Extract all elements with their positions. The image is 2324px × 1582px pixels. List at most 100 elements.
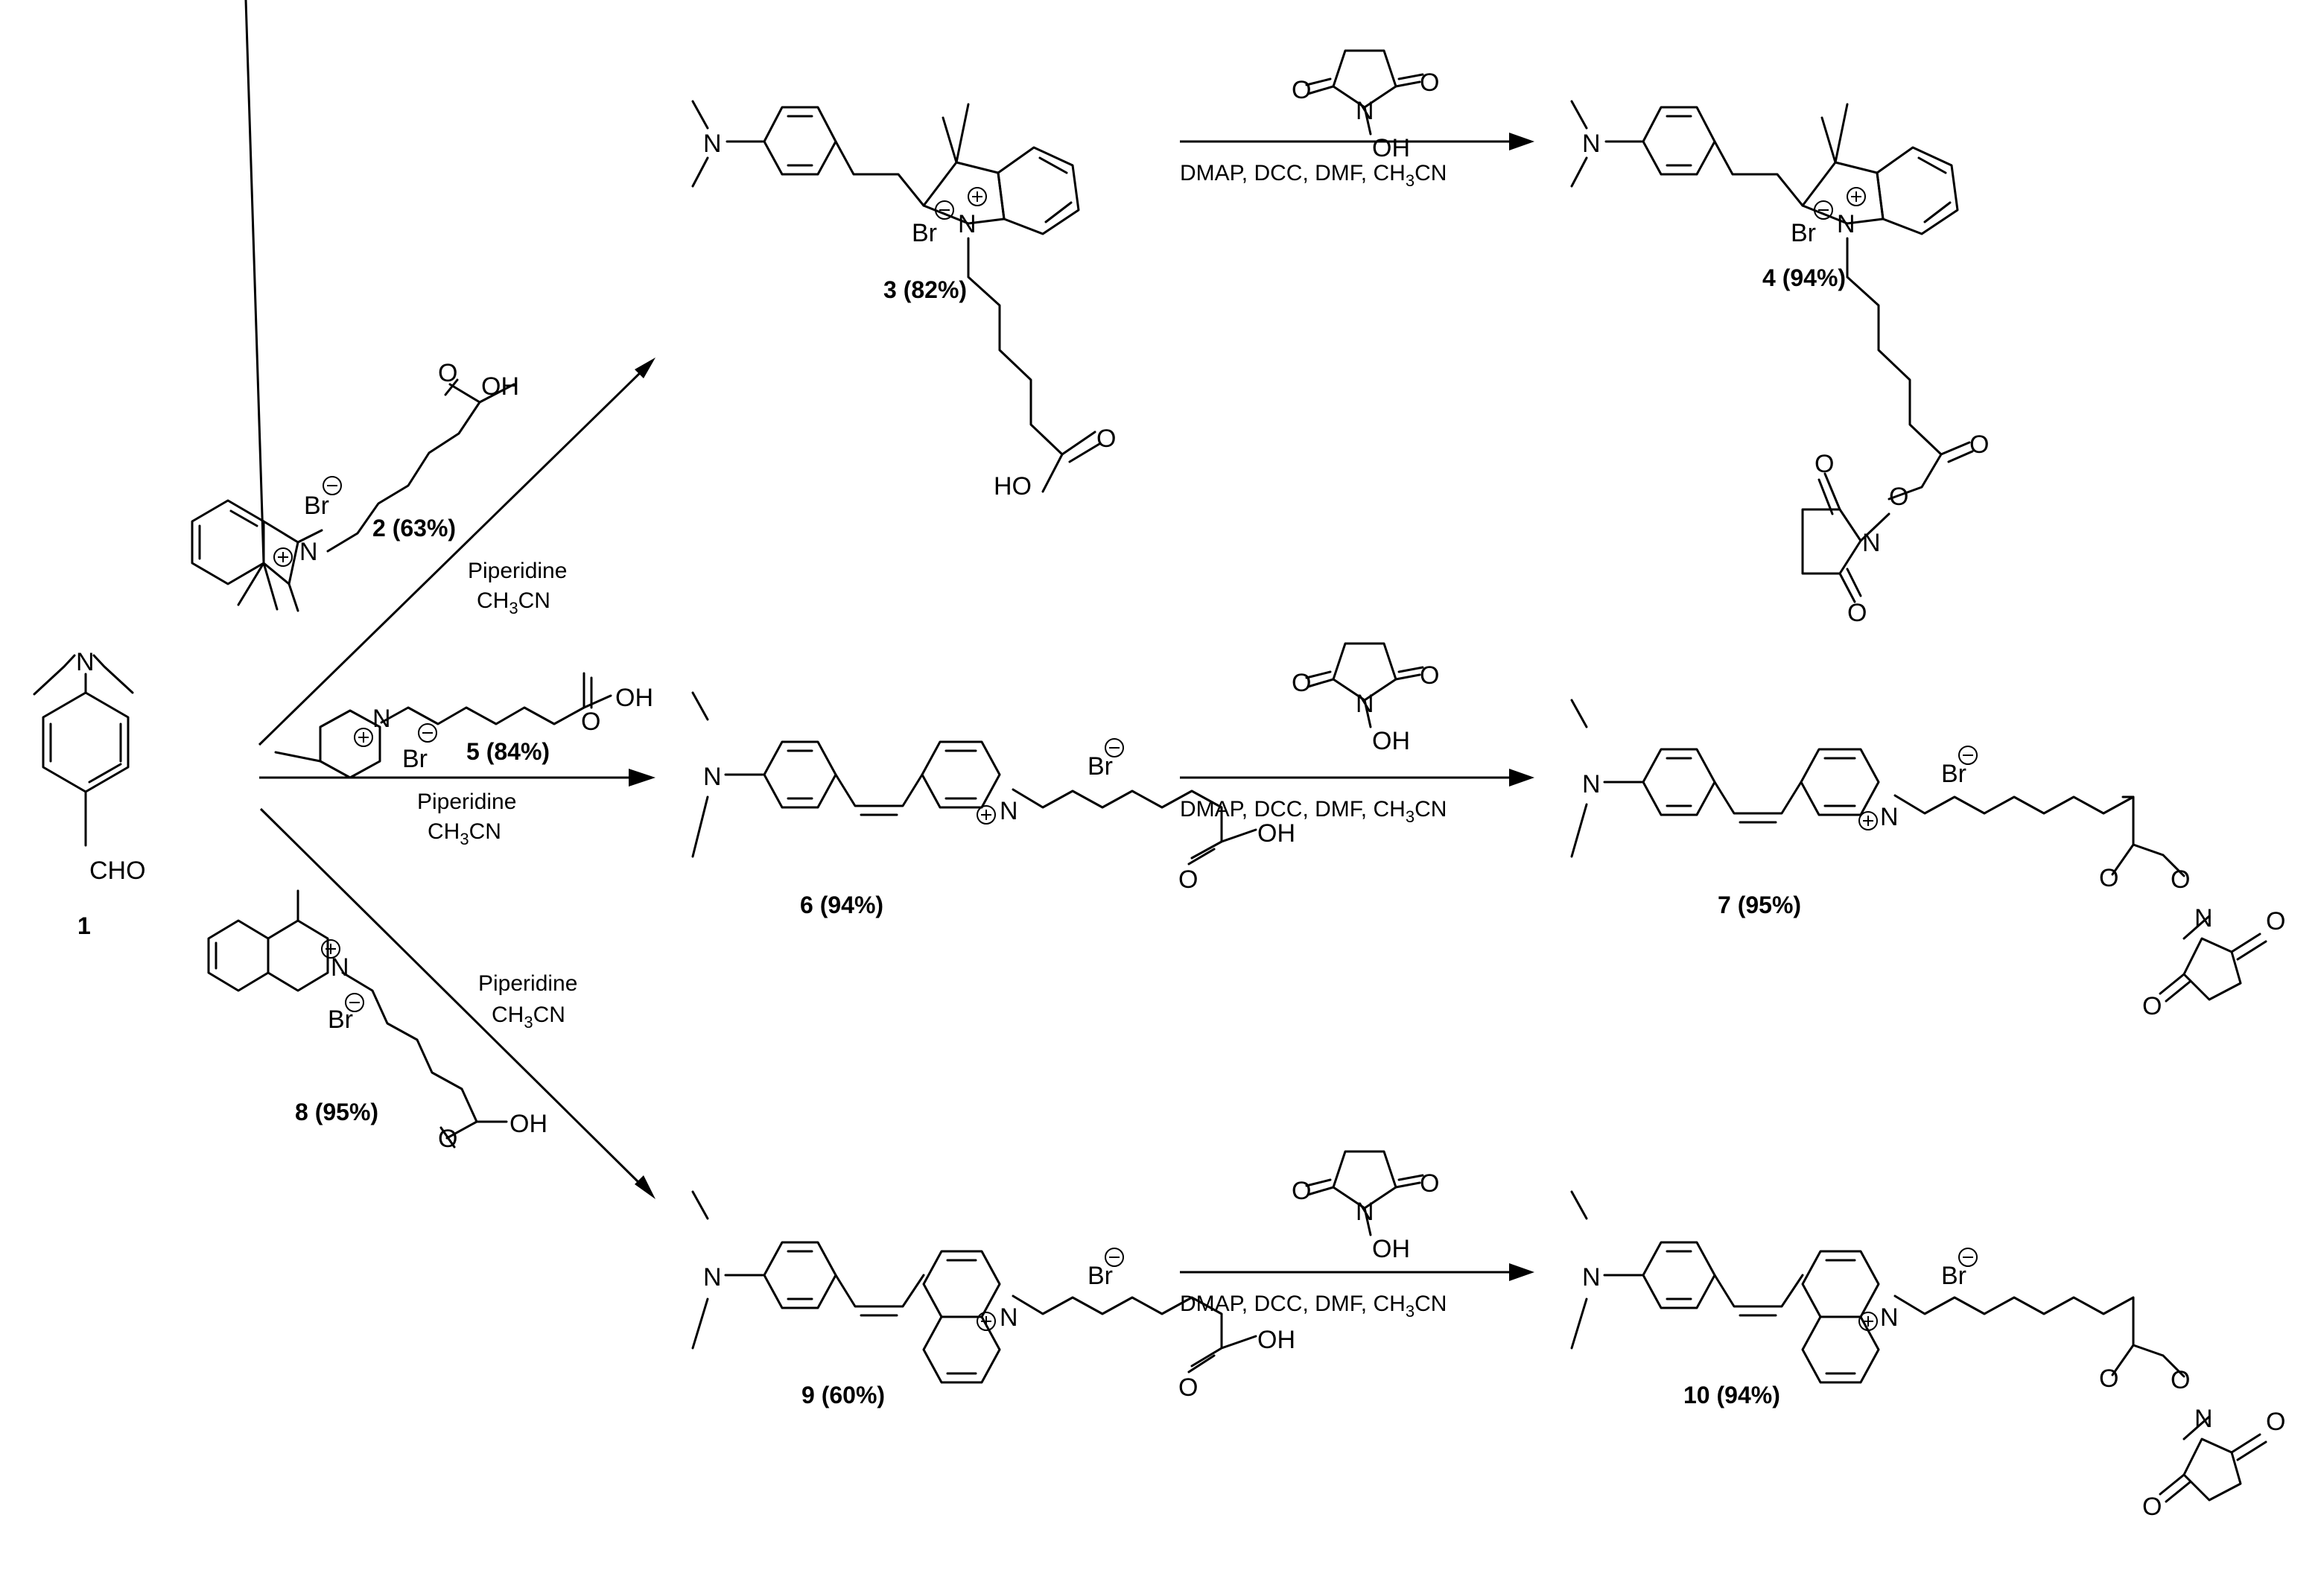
o-nhs-right-bot: O (1420, 1169, 1439, 1198)
n-amine-9: N (703, 1263, 722, 1292)
n-nhs-top: N (1356, 97, 1374, 125)
reagent-8: N Br O OH 8 (95%) (207, 889, 547, 1153)
nhs-reagent-mid: O O N OH (1292, 642, 1439, 755)
br-2: Br (304, 492, 329, 520)
ho-3: HO (994, 472, 1032, 501)
compound-9: N N Br O OH 9 (60%) (691, 1190, 1295, 1408)
o-3: O (1096, 425, 1116, 453)
o-carbonyl-7: O (2099, 864, 2118, 892)
n-nhs-10: N (2194, 1405, 2213, 1433)
arrow-to-3 (258, 358, 655, 746)
o-6: O (1178, 865, 1198, 894)
n-nhs-mid: N (1356, 690, 1374, 718)
br-9: Br (1088, 1262, 1113, 1290)
cond-acn-mid: CH3CN (428, 819, 501, 848)
oh-6: OH (1257, 819, 1295, 848)
label-2: 2 (63%) (372, 515, 456, 541)
minus-charge-7 (1958, 746, 1978, 765)
n-nhs-bot: N (1356, 1198, 1374, 1226)
o-nhs-left-top: O (1292, 76, 1311, 104)
plus-charge-6 (977, 805, 996, 825)
compound-1: N CHO 1 (33, 648, 146, 939)
o-nhs-right-top: O (1420, 69, 1439, 97)
label-4: 4 (94%) (1762, 264, 1846, 291)
o-nhs-left-bot: O (1292, 1177, 1311, 1205)
minus-charge-8 (345, 993, 364, 1012)
n-2: N (299, 538, 318, 566)
o-2: O (438, 359, 457, 387)
n-amine-4: N (1582, 130, 1601, 158)
cho-1: CHO (89, 857, 146, 885)
o-ester-10: O (2171, 1366, 2190, 1394)
minus-charge-4 (1814, 200, 1833, 220)
reagent-5: N Br O OH 5 (84%) (274, 672, 653, 779)
o-9: O (1178, 1373, 1198, 1402)
o-8: O (438, 1125, 457, 1153)
nhs-reagent-bot: O O N OH (1292, 1150, 1439, 1263)
o-nhs-upper-7: O (2266, 907, 2285, 935)
reagent-2: N Br O OH 2 (63%) (191, 0, 519, 612)
cond-piperidine-mid: Piperidine (417, 790, 516, 814)
arrow-to-6 (259, 769, 655, 787)
oh-8: OH (509, 1110, 547, 1138)
cond-acn-bot: CH3CN (492, 1003, 565, 1032)
label-9: 9 (60%) (801, 1382, 885, 1408)
arrow-3-to-4 (1180, 133, 1534, 150)
o-ester-4: O (1889, 483, 1908, 511)
oh-nhs-mid: OH (1372, 727, 1410, 755)
label-3: 3 (82%) (883, 276, 967, 303)
o-nhs-left-mid: O (1292, 669, 1311, 697)
minus-charge-6 (1105, 738, 1124, 757)
br-6: Br (1088, 752, 1113, 781)
n-amine-6: N (703, 763, 722, 791)
n-pyr-6: N (1000, 797, 1018, 825)
compound-3: N N Br O HO 3 (82%) (691, 100, 1116, 501)
compound-10: N N Br O O N O O 10 (94%) (1570, 1190, 2285, 1521)
oh-nhs-top: OH (1372, 134, 1410, 162)
oh-nhs-bot: OH (1372, 1235, 1410, 1263)
label-5: 5 (84%) (466, 738, 550, 765)
plus-charge-5 (354, 728, 373, 747)
o-carbonyl-10: O (2099, 1365, 2118, 1393)
o-nhs-right-mid: O (1420, 661, 1439, 690)
n-nhs-7: N (2194, 904, 2213, 933)
n-5: N (372, 705, 391, 733)
arrow-6-to-7 (1180, 769, 1534, 787)
minus-charge-3 (935, 200, 954, 220)
br-4: Br (1791, 219, 1816, 247)
label-1: 1 (77, 912, 91, 939)
cond-nhs-bot: DMAP, DCC, DMF, CH3CN (1180, 1292, 1447, 1321)
n-indol-3: N (958, 210, 977, 238)
n-amine-10: N (1582, 1263, 1601, 1292)
compound-6: N N Br O OH 6 (94%) (691, 691, 1295, 918)
label-7: 7 (95%) (1718, 892, 1801, 918)
minus-charge-2 (323, 476, 342, 495)
plus-charge-3 (968, 187, 987, 206)
minus-charge-10 (1958, 1248, 1978, 1267)
nhs-reagent-top: O O N OH (1292, 49, 1439, 162)
br-7: Br (1941, 760, 1966, 788)
n-pyr-7: N (1880, 803, 1899, 831)
compound-7: N N Br O O N O O 7 (95%) (1570, 699, 2285, 1020)
plus-charge-8 (321, 939, 340, 959)
label-6: 6 (94%) (800, 892, 883, 918)
amine-n-1: N (76, 648, 95, 676)
compound-4: N N Br O O N O O 4 (94%) (1570, 100, 1989, 627)
br-3: Br (912, 219, 937, 247)
label-10: 10 (94%) (1683, 1382, 1780, 1408)
o-carbonyl-4: O (1969, 431, 1989, 459)
oh-9: OH (1257, 1326, 1295, 1354)
oh-2: OH (481, 372, 519, 401)
minus-charge-5 (418, 723, 437, 743)
cond-piperidine-bot: Piperidine (478, 971, 577, 996)
cond-piperidine-top: Piperidine (468, 559, 567, 583)
arrow-9-to-10 (1180, 1263, 1534, 1281)
n-quin-9: N (1000, 1303, 1018, 1332)
o-nhs-lower-4: O (1847, 599, 1867, 627)
o-5: O (581, 708, 600, 736)
plus-charge-2 (273, 547, 293, 567)
br-10: Br (1941, 1262, 1966, 1290)
n-amine-7: N (1582, 770, 1601, 798)
n-amine-3: N (703, 130, 722, 158)
